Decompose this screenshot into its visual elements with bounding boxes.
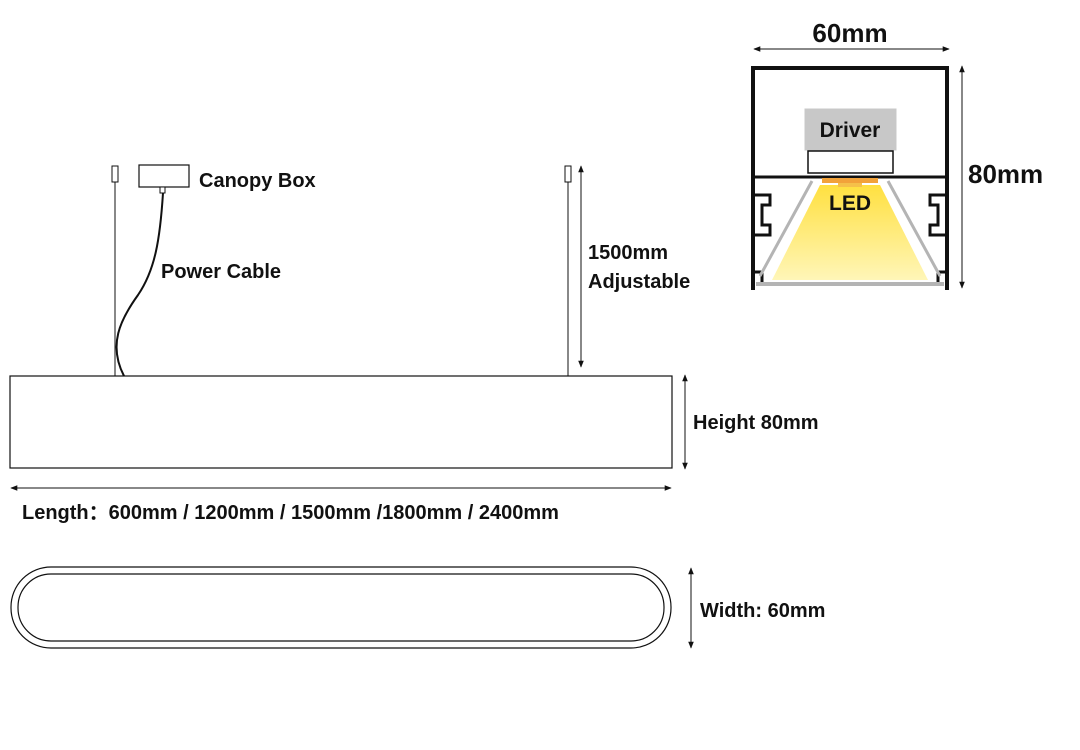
suspension-assembly: Canopy Box Power Cable 1500mm Adjustable — [111, 164, 690, 377]
driver-label: Driver — [820, 119, 881, 142]
length-label: Length：600mm / 1200mm / 1500mm /1800mm /… — [22, 502, 559, 524]
right-clip-slot — [928, 193, 946, 237]
led-light-beam — [772, 185, 928, 280]
left-ceiling-anchor — [111, 165, 119, 183]
suspension-note-label: Adjustable — [588, 271, 690, 293]
left-clip-slot — [754, 193, 772, 237]
cable-gland — [159, 186, 166, 194]
power-cable-label: Power Cable — [161, 261, 281, 283]
led-chip — [838, 183, 862, 187]
width-label: Width: 60mm — [700, 600, 825, 622]
cross-section-height-label: 80mm — [968, 159, 1043, 189]
canopy-box — [138, 164, 190, 188]
top-view-inner-outline — [17, 573, 665, 642]
right-ceiling-anchor — [564, 165, 572, 183]
right-reflector — [886, 180, 942, 277]
led-chip-strip — [822, 178, 878, 183]
canopy-box-label: Canopy Box — [199, 170, 316, 192]
fixture-body — [9, 375, 673, 469]
height-label: Height 80mm — [693, 412, 819, 434]
suspension-length-label: 1500mm — [588, 242, 668, 264]
power-cable — [115, 192, 164, 377]
driver-mount — [807, 150, 894, 174]
left-reflector — [758, 180, 814, 277]
cross-section-width-label: 60mm — [812, 18, 887, 48]
fixture-side-view: Height 80mm Length：600mm / 1200mm / 1500… — [9, 374, 819, 524]
fixture-top-view: Width: 60mm — [10, 566, 825, 649]
cross-section-view: 60mm 80mm Driver LED — [751, 18, 1043, 290]
driver-box — [804, 108, 897, 151]
led-label: LED — [829, 192, 871, 215]
